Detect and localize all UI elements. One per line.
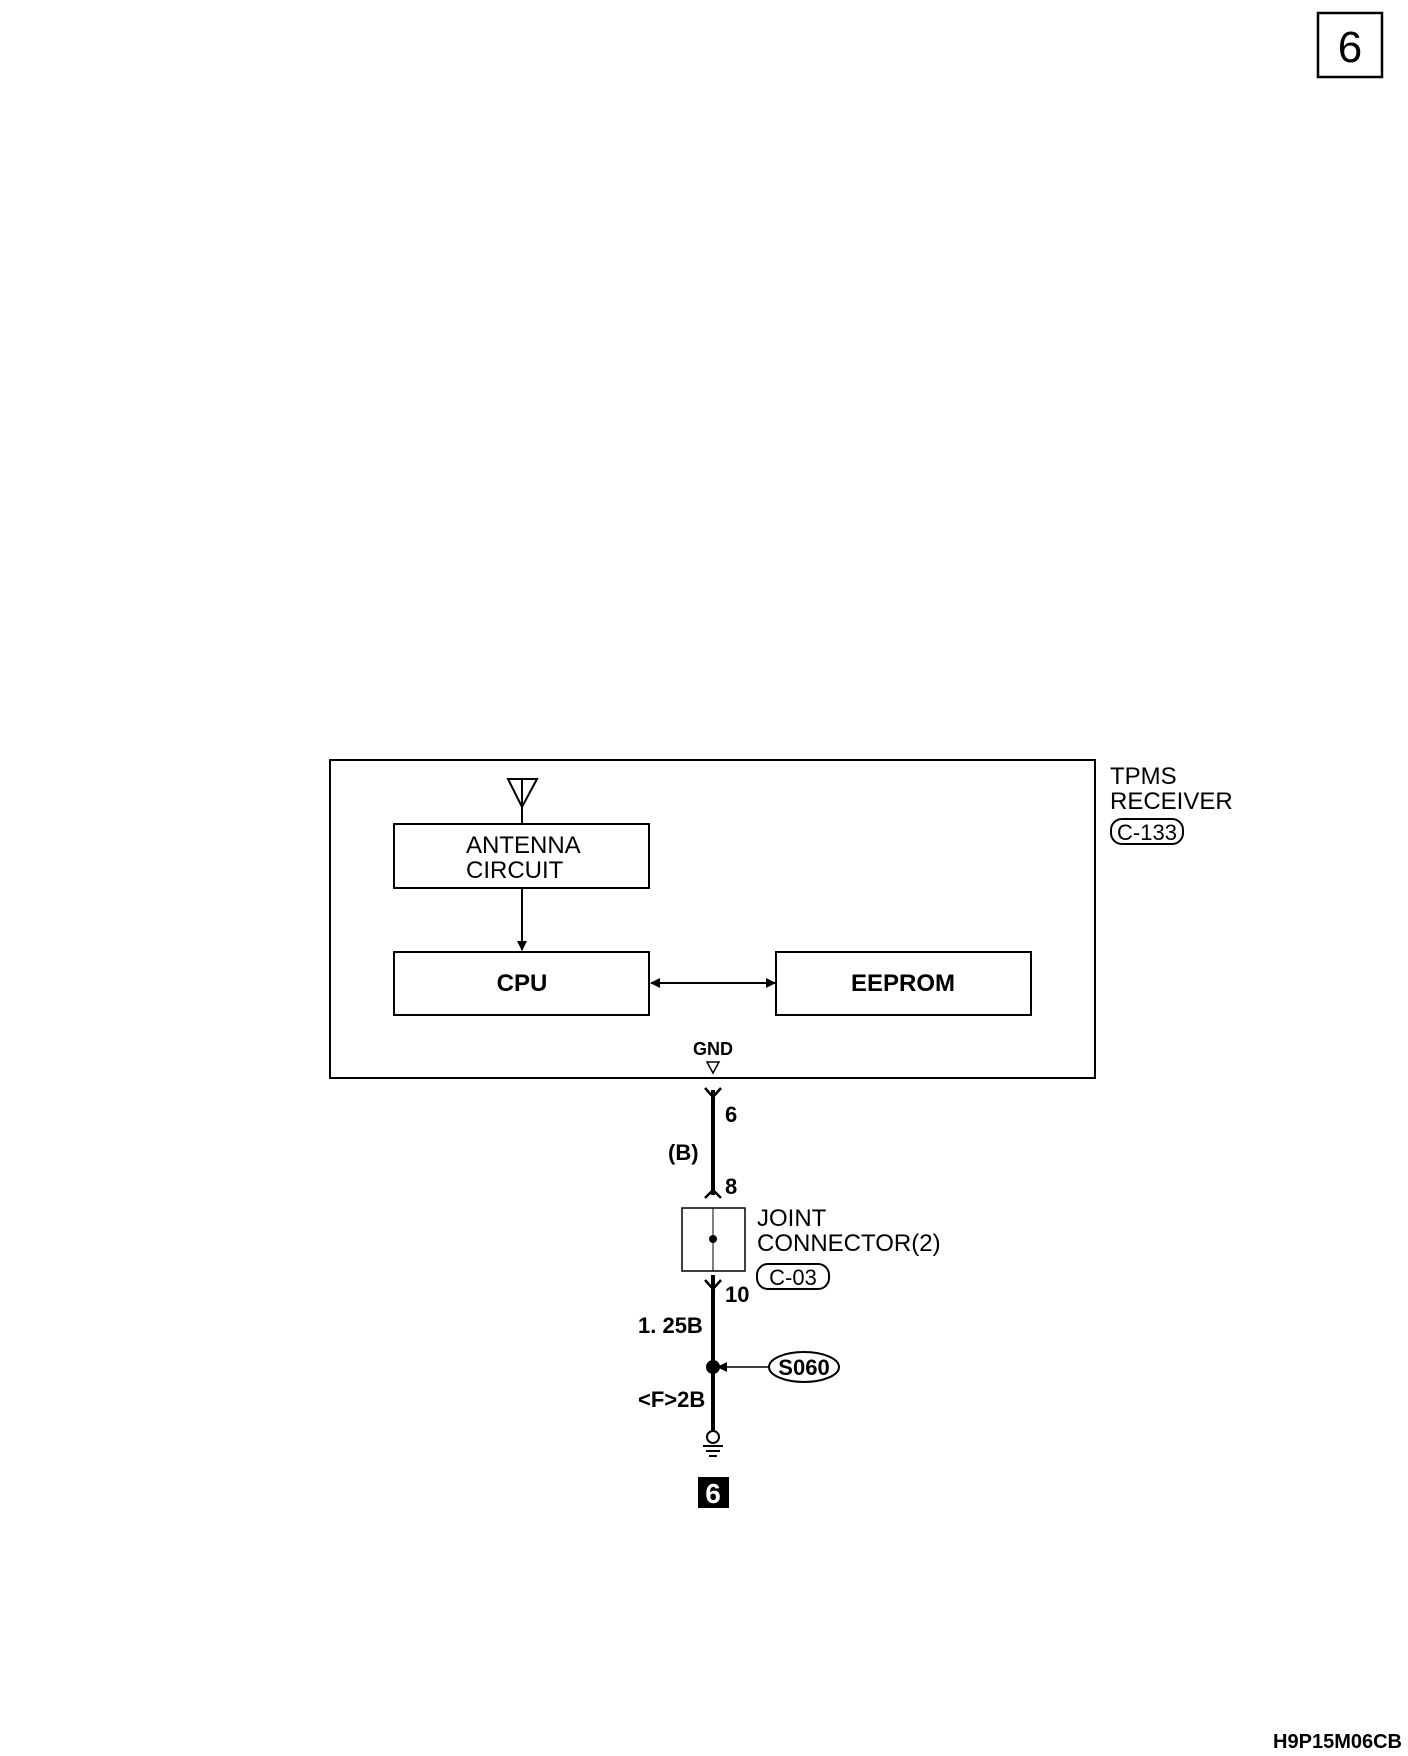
joint-connector-code: C-03 (769, 1265, 817, 1290)
figure-code: H9P15M06CB (1273, 1731, 1402, 1753)
ground-wire (704, 1087, 722, 1432)
ground-point-badge: 6 (698, 1477, 729, 1509)
pin-receiver: 6 (725, 1102, 737, 1127)
ground-point-label: 6 (705, 1478, 721, 1509)
eeprom-block (775, 951, 1032, 1016)
wire-size-ground: <F>2B (638, 1387, 705, 1412)
joint-connector-label-line2: CONNECTOR(2) (757, 1230, 941, 1257)
ground-icon (703, 1430, 723, 1457)
splice-label: S060 (778, 1355, 829, 1380)
cpu-block (393, 951, 650, 1016)
receiver-connector-badge: C-133 (1110, 818, 1184, 845)
receiver-label-line2: RECEIVER (1110, 788, 1233, 815)
pin-joint-in: 8 (725, 1174, 737, 1199)
splice-badge: S060 (768, 1351, 840, 1383)
joint-connector-badge: C-03 (756, 1263, 830, 1290)
gnd-terminal-icon (705, 1061, 721, 1075)
page-number: 6 (1338, 23, 1362, 72)
joint-connector-node (709, 1235, 717, 1243)
pin-joint-out: 10 (725, 1282, 749, 1307)
antenna-icon (506, 778, 539, 824)
antenna-circuit-label-line1: ANTENNA (466, 832, 581, 859)
eeprom-label: EEPROM (851, 970, 955, 997)
antenna-circuit-label-line2: CIRCUIT (466, 857, 564, 884)
wire-size-lower: 1. 25B (638, 1313, 703, 1338)
receiver-label-line1: TPMS (1110, 763, 1177, 790)
gnd-label: GND (693, 1039, 733, 1059)
page-number-box: 6 (1316, 11, 1384, 79)
joint-connector-label-line1: JOINT (757, 1205, 827, 1232)
receiver-connector-label: C-133 (1117, 820, 1177, 845)
splice-dot (706, 1360, 720, 1374)
cpu-label: CPU (497, 970, 548, 997)
tpms-receiver-box (329, 759, 1096, 1079)
wire-color-upper: (B) (668, 1140, 699, 1165)
